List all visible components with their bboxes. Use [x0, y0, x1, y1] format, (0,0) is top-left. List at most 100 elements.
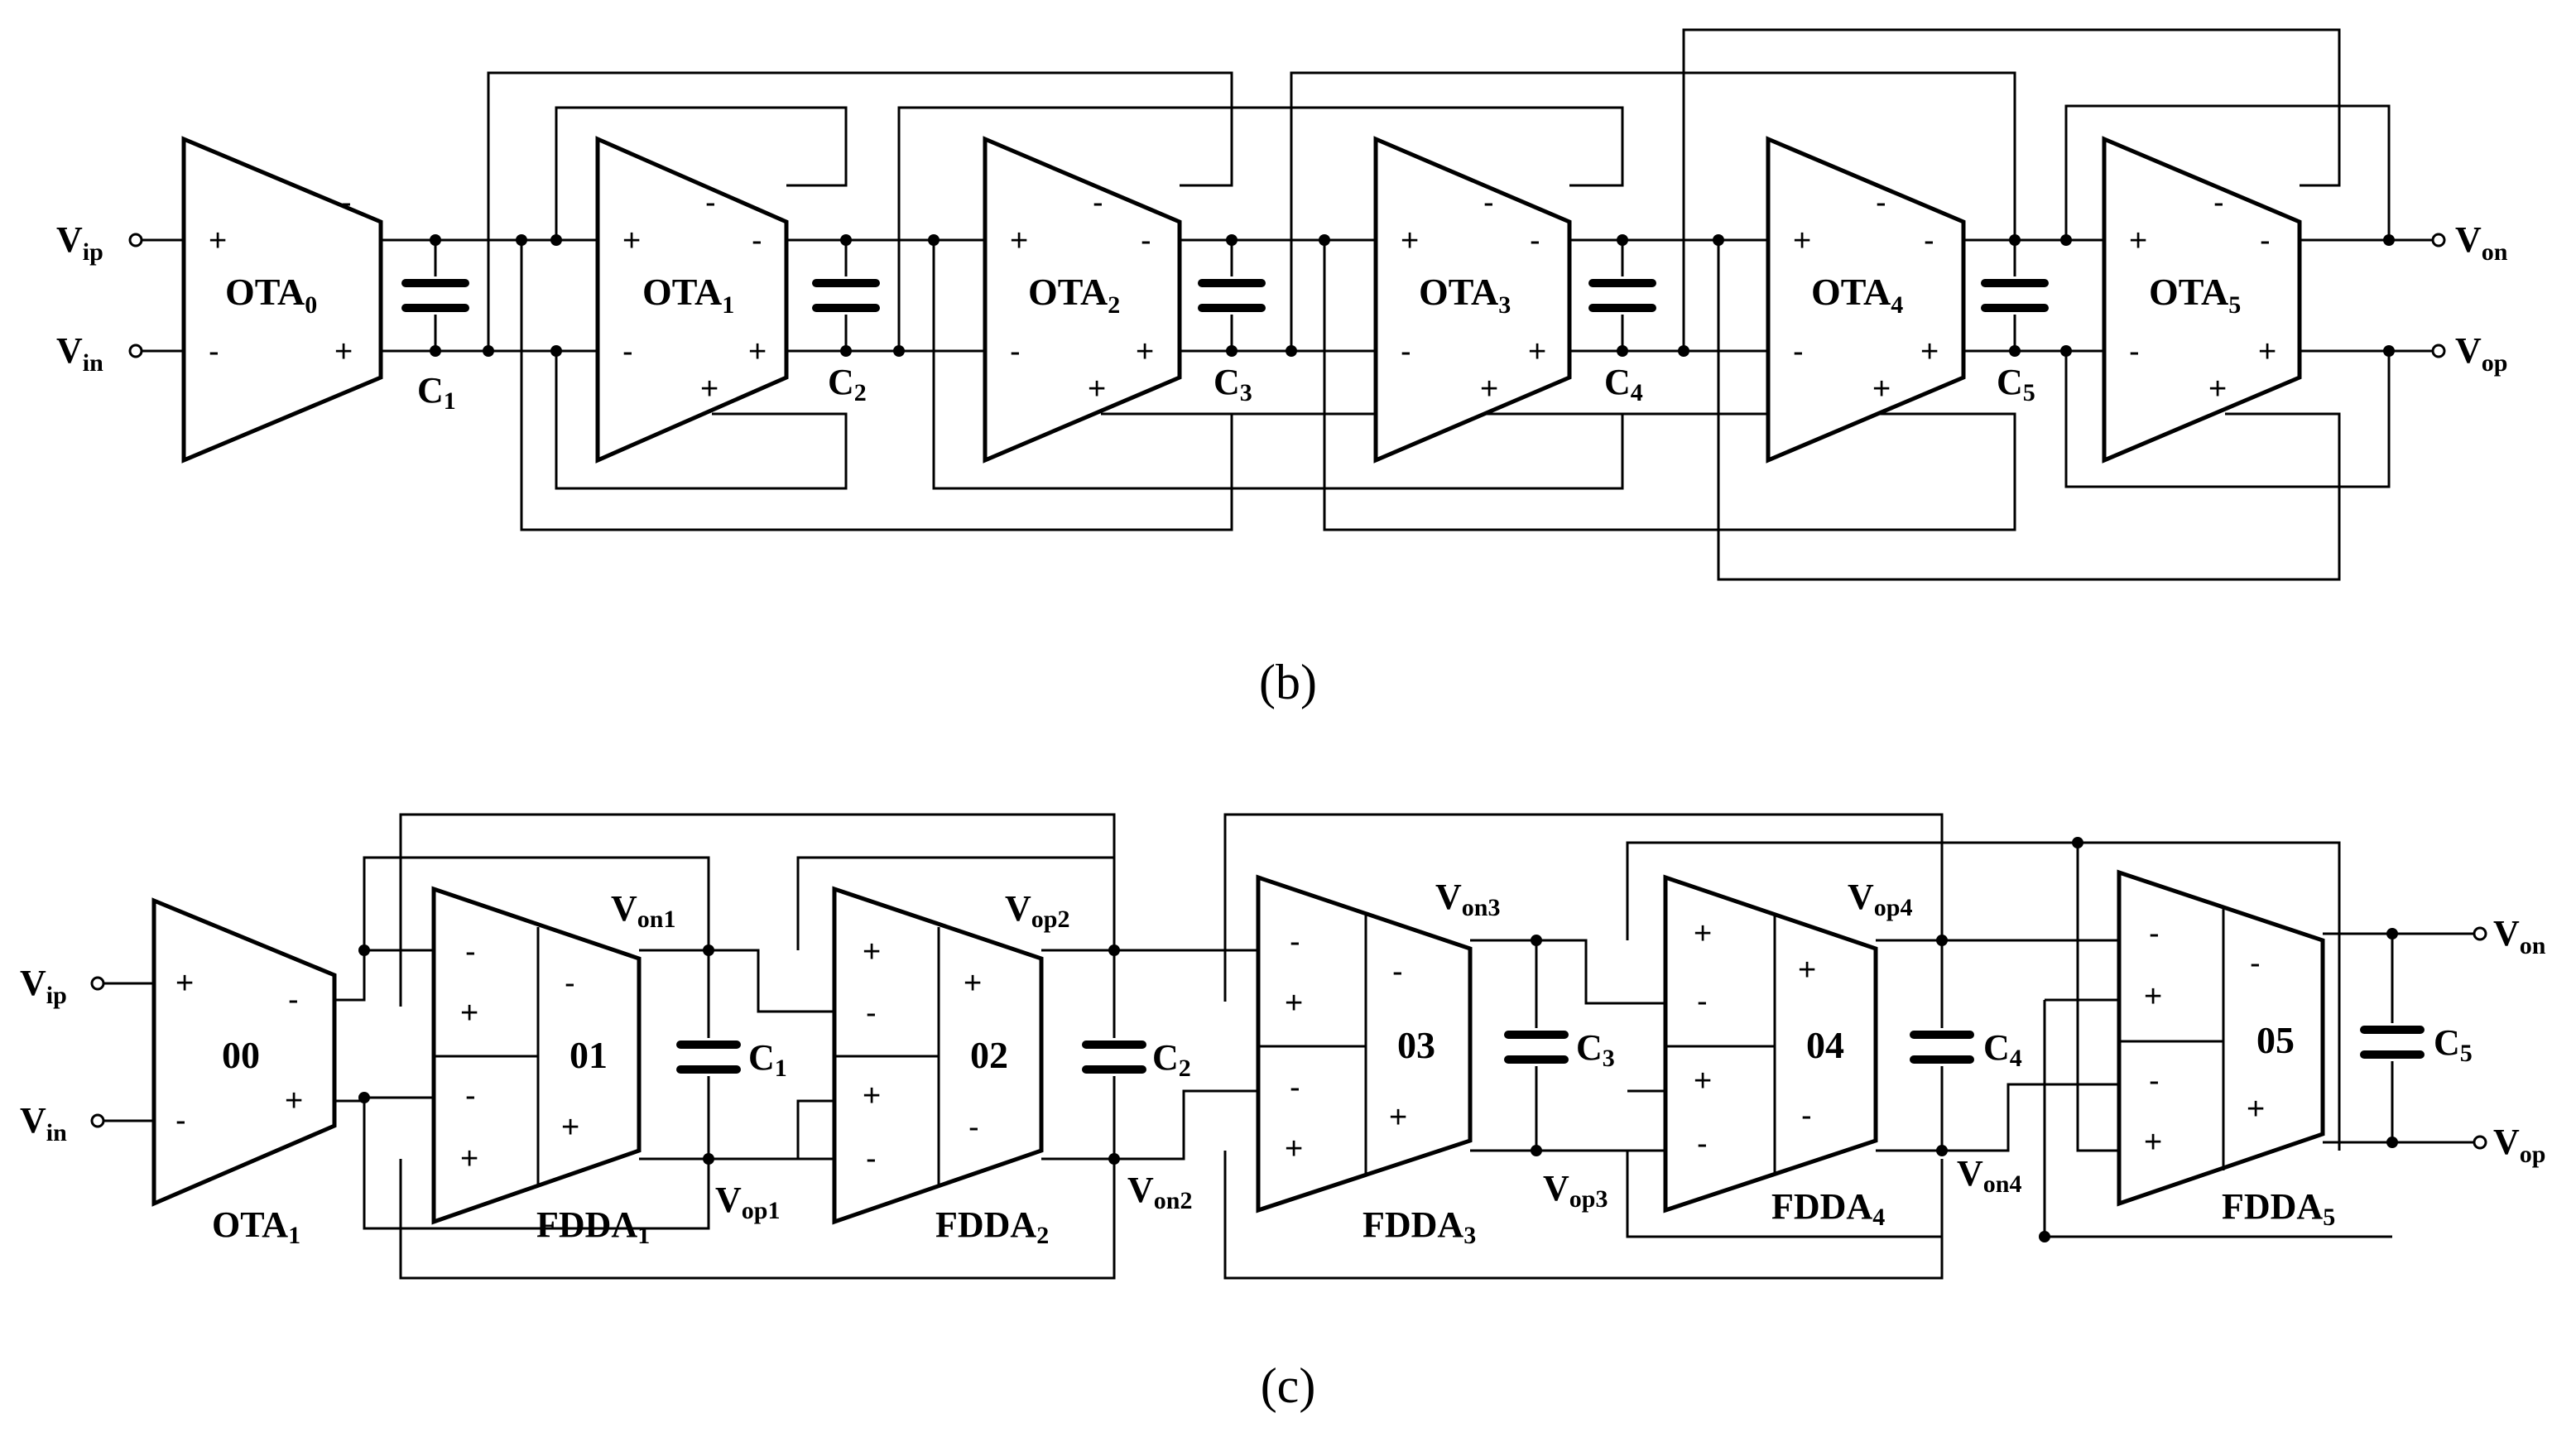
amp-label: OTA5	[2149, 271, 2241, 319]
amp-label: FDDA3	[1362, 1204, 1476, 1249]
cap-label: C1	[748, 1037, 787, 1082]
capacitor	[401, 276, 470, 315]
svg-text:-: -	[341, 185, 352, 220]
svg-text:+: +	[2258, 334, 2276, 369]
capacitor	[1081, 1038, 1147, 1076]
svg-text:+: +	[863, 1079, 881, 1113]
ota-amplifier	[181, 136, 383, 464]
node-label: Vop1	[715, 1180, 780, 1224]
svg-text:+: +	[209, 223, 227, 258]
amp-inner-label: 04	[1806, 1024, 1844, 1066]
panel-caption: (c)	[1261, 1358, 1316, 1413]
svg-text:-: -	[1401, 334, 1411, 369]
svg-text:+: +	[1389, 1100, 1407, 1135]
svg-text:-: -	[1010, 334, 1021, 369]
panel-b-capacitors: C1 C2 C3 C4 C5	[401, 276, 2050, 415]
svg-text:+: +	[2144, 1125, 2162, 1160]
svg-text:+: +	[2144, 979, 2162, 1014]
svg-text:-: -	[705, 185, 716, 220]
svg-text:-: -	[175, 1103, 186, 1138]
svg-text:+: +	[1528, 334, 1546, 369]
fdda-amplifier	[832, 886, 1044, 1225]
output-terminal	[2473, 926, 2487, 941]
svg-text:+: +	[2129, 223, 2147, 258]
svg-text:-: -	[465, 1079, 476, 1113]
input-label: Vip	[56, 219, 103, 266]
amp-inner-label: 01	[570, 1034, 608, 1076]
panel-c-wiring	[103, 813, 2475, 1280]
node-label: Von4	[1957, 1153, 2021, 1198]
capacitor	[675, 1038, 742, 1076]
amp-inner-label: 00	[222, 1034, 260, 1076]
panel-c-polarity-signs: +- -+ -+ -+ -+ +- +- +- -+ -+ -+ +- +- +…	[175, 916, 2265, 1176]
panel-b: +- -+ +- -- ++ +- -- ++ +- -- ++ +- -- +…	[56, 28, 2508, 709]
input-label: Vin	[56, 330, 103, 377]
cap-label: C5	[2434, 1022, 2473, 1067]
amp-label: OTA1	[642, 271, 734, 319]
amp-label: FDDA1	[536, 1204, 650, 1249]
svg-text:+: +	[1401, 223, 1419, 258]
svg-text:-: -	[866, 1141, 877, 1176]
cap-label: C1	[417, 370, 456, 415]
panel-c-capacitors: C1 C2 C3 C4 C5	[675, 1022, 2473, 1082]
fdda-amplifier	[1256, 874, 1473, 1214]
svg-text:-: -	[2149, 916, 2160, 951]
input-label: Vin	[20, 1100, 67, 1146]
svg-text:+: +	[175, 966, 194, 1001]
svg-text:-: -	[1697, 984, 1708, 1019]
svg-text:-: -	[1697, 1127, 1708, 1161]
ota-amplifier	[595, 136, 789, 464]
svg-text:+: +	[1798, 953, 1816, 988]
amp-label: FDDA4	[1771, 1186, 1885, 1231]
svg-text:-: -	[2129, 334, 2140, 369]
panel-c-amp-labels: OTA1 FDDA1 FDDA2 FDDA3 FDDA4 FDDA5	[212, 1186, 2335, 1249]
svg-text:+: +	[622, 223, 641, 258]
output-label: Von	[2455, 219, 2508, 266]
output-terminal	[2473, 1135, 2487, 1150]
capacitor	[811, 276, 881, 315]
output-label: Von	[2493, 913, 2546, 959]
node-label: Von2	[1127, 1170, 1192, 1214]
capacitor	[1503, 1028, 1569, 1066]
svg-text:+: +	[1088, 372, 1106, 406]
svg-text:+: +	[1285, 986, 1303, 1021]
svg-text:-: -	[1530, 223, 1540, 258]
svg-text:-: -	[1290, 1070, 1300, 1105]
panel-c-node-labels: Von1 Vop1 Vop2 Von2 Von3 Vop3 Vop4 Von4	[611, 877, 2021, 1224]
svg-text:-: -	[1924, 223, 1934, 258]
svg-text:+: +	[700, 372, 718, 406]
output-label: Vop	[2455, 330, 2507, 377]
cap-label: C4	[1604, 362, 1643, 406]
ota-amplifier	[151, 897, 337, 1207]
svg-text:+: +	[460, 996, 478, 1031]
svg-text:-: -	[752, 223, 762, 258]
capacitor	[1197, 276, 1266, 315]
panel-b-amplifiers	[181, 136, 2302, 464]
amp-label: OTA1	[212, 1204, 300, 1249]
fdda-amplifier	[1663, 874, 1878, 1214]
svg-text:-: -	[622, 334, 633, 369]
svg-text:-: -	[2250, 946, 2261, 981]
panel-c-junctions	[358, 837, 2398, 1242]
amp-inner-label: 05	[2256, 1019, 2295, 1061]
input-terminal	[128, 344, 143, 358]
ota-amplifier	[983, 136, 1182, 464]
svg-text:+: +	[460, 1141, 478, 1176]
cap-label: C5	[1997, 362, 2035, 406]
fdda-amplifier	[2117, 869, 2325, 1207]
svg-text:-: -	[209, 334, 219, 369]
output-terminal	[2431, 344, 2446, 358]
svg-text:-: -	[866, 996, 877, 1031]
svg-text:+: +	[334, 334, 353, 369]
svg-text:-: -	[2213, 185, 2224, 220]
panel-c-terminals: Vip Vin Von Vop	[20, 913, 2546, 1168]
svg-text:+: +	[561, 1110, 579, 1145]
svg-text:+: +	[1920, 334, 1939, 369]
node-label: Vop2	[1005, 888, 1069, 933]
panel-c-amplifiers	[151, 869, 2325, 1225]
ota-amplifier	[2102, 136, 2302, 464]
amp-label: OTA2	[1028, 271, 1120, 319]
fdda-amplifier	[431, 886, 642, 1225]
svg-text:+: +	[1480, 372, 1498, 406]
panel-caption: (b)	[1259, 655, 1317, 709]
